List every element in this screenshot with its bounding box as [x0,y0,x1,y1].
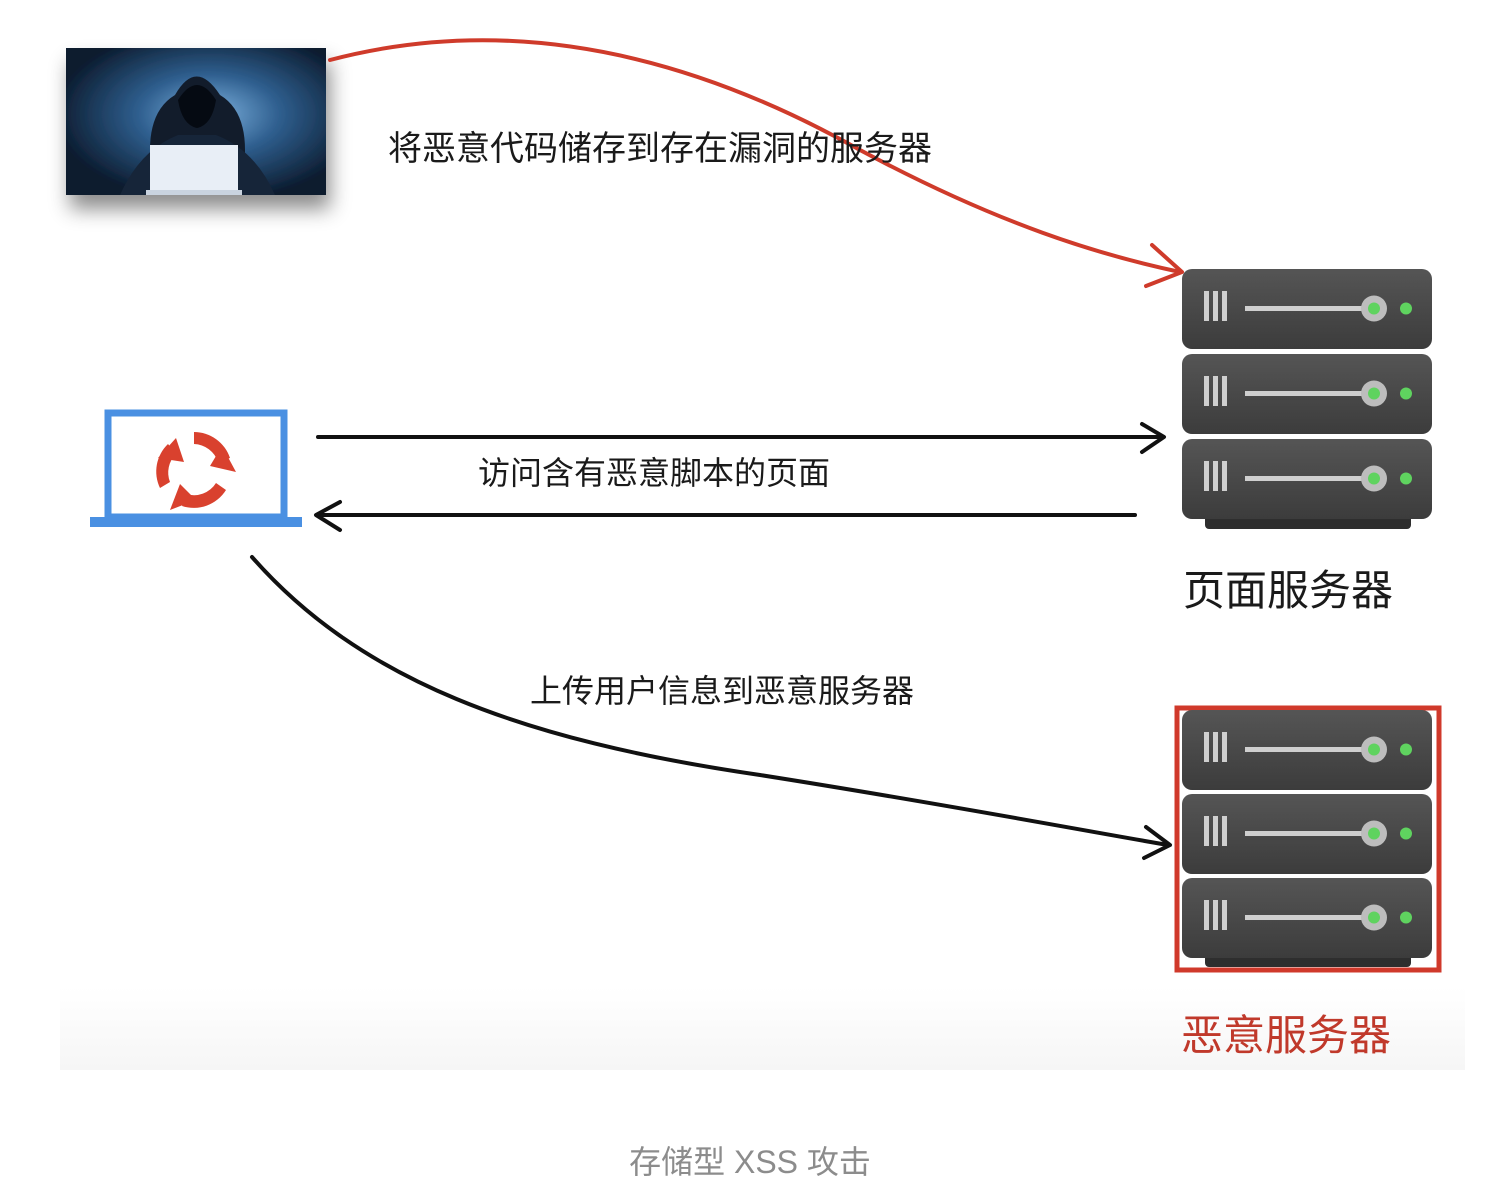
page-server-label: 页面服务器 [1183,566,1393,615]
page-server-icon [1182,269,1432,529]
request-arrow [316,422,1166,454]
label-upload-info: 上传用户信息到恶意服务器 [530,672,914,710]
label-visit-page: 访问含有恶意脚本的页面 [478,454,830,492]
label-store-code: 将恶意代码储存到存在漏洞的服务器 [388,129,932,169]
store-code-arrow [328,38,1184,288]
refresh-icon [156,432,236,510]
response-arrow [314,500,1137,532]
laptop-icon [90,409,302,527]
figure-caption: 存储型 XSS 攻击 [629,1144,871,1180]
malicious-server-label: 恶意服务器 [1181,1011,1391,1060]
malicious-server-icon [1174,705,1442,973]
hacker-image [66,48,326,195]
upload-arrow [250,555,1172,860]
